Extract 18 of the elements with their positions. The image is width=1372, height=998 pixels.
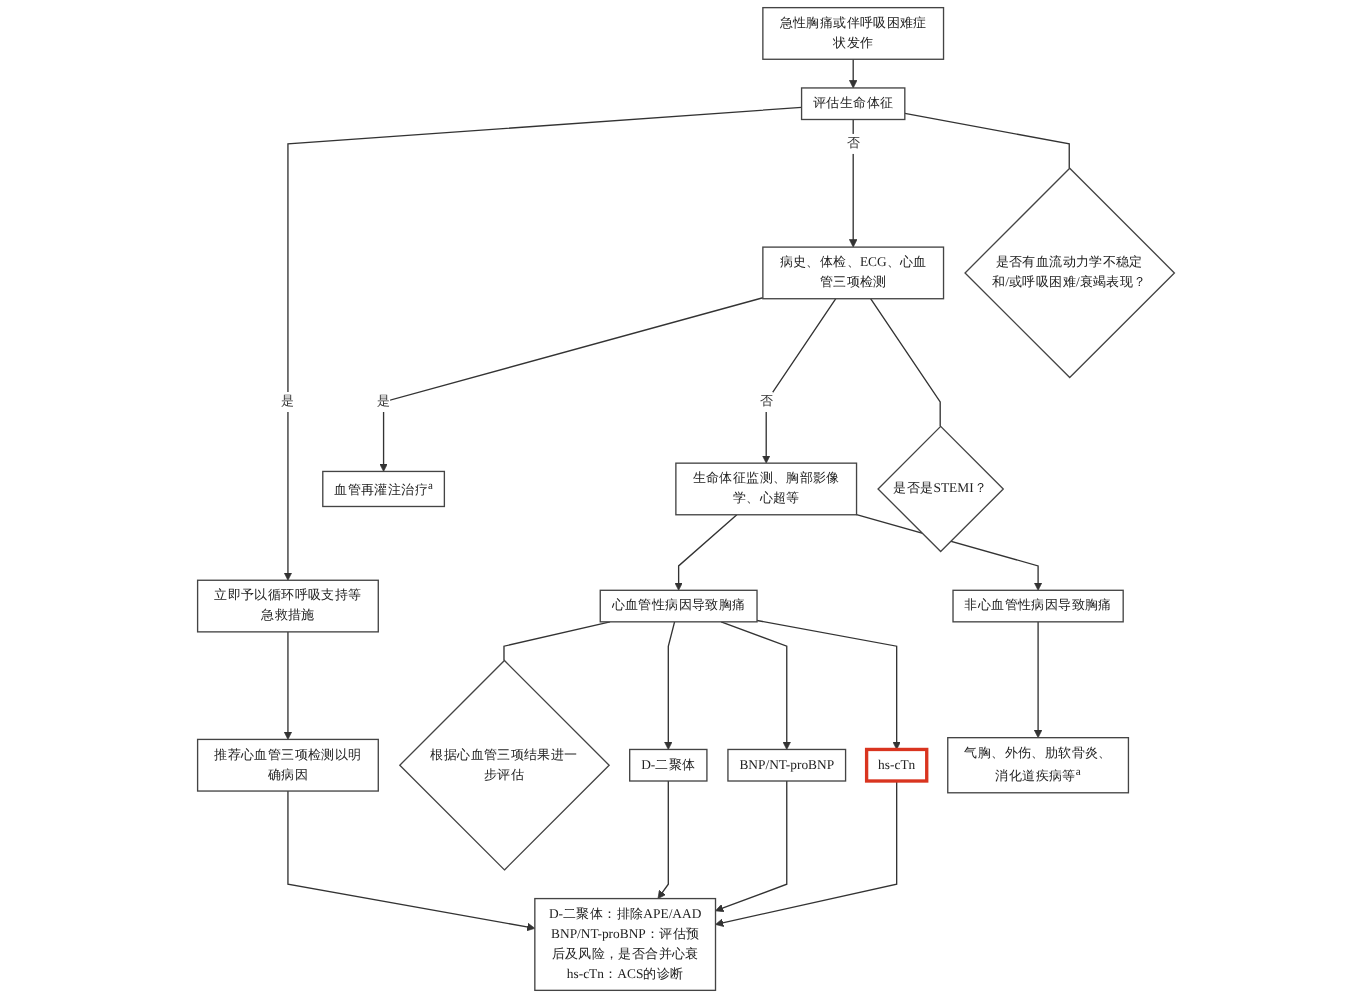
arrow bbox=[849, 118, 858, 248]
arrow bbox=[715, 780, 788, 913]
arrow bbox=[756, 619, 901, 750]
arrow bbox=[283, 631, 293, 740]
arrow bbox=[657, 780, 669, 899]
arrow bbox=[849, 58, 858, 89]
connector bbox=[904, 112, 1070, 169]
connector bbox=[869, 298, 941, 428]
arrow bbox=[379, 297, 764, 472]
connector bbox=[503, 621, 611, 662]
arrow bbox=[1033, 621, 1043, 739]
arrow bbox=[674, 514, 738, 591]
arrow bbox=[287, 790, 536, 932]
arrow bbox=[664, 621, 676, 750]
arrow bbox=[715, 780, 898, 927]
arrow bbox=[720, 621, 791, 750]
arrow bbox=[283, 106, 803, 581]
arrow bbox=[762, 298, 837, 464]
